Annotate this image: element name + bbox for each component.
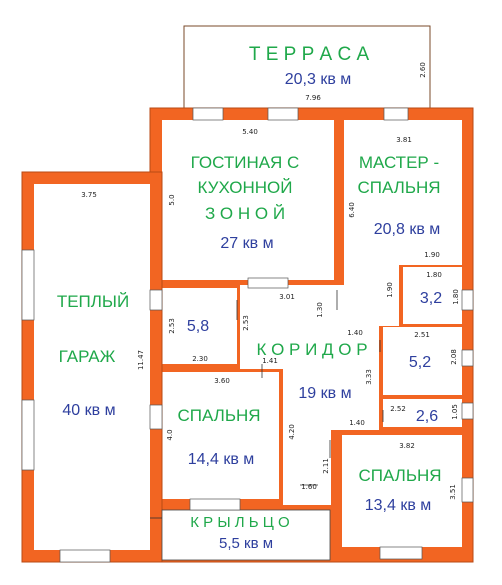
dim-corr-h2: 3.33: [365, 369, 373, 385]
dim-living-h: 5.0: [168, 194, 176, 205]
dim-garage-h: 11.47: [137, 350, 145, 370]
doors: [150, 290, 384, 519]
corridor-name: К О Р И Д О Р: [256, 340, 367, 359]
dimension-labels: 7.96 2.60 5.40 5.0 3.81 6.40 3.75 11.47 …: [81, 62, 460, 500]
dim-bath1-h: 1.80: [452, 289, 460, 305]
dim-corr-w2: 1.40: [347, 329, 363, 337]
terrace-name: Т Е Р Р А С А: [249, 44, 370, 65]
dim-living-w: 5.40: [242, 128, 258, 136]
bath2-area: 5,2: [409, 354, 431, 371]
garage-block: [21, 171, 163, 563]
garage-area: 40 кв м: [62, 402, 115, 419]
dim-bath2-h: 2.08: [450, 349, 458, 365]
dim-porch-w: 1.60: [301, 483, 317, 491]
dim-bath2-w: 2.51: [414, 331, 430, 339]
terrace-area-label: 20,3 кв м: [285, 71, 352, 88]
storage-room: [162, 288, 237, 364]
master-area: 20,8 кв м: [374, 221, 441, 238]
dim-bed1-h: 4.0: [166, 429, 174, 440]
dim-corr-h1: 1.30: [316, 302, 324, 318]
bedroom2-area: 13,4 кв м: [365, 497, 432, 514]
dim-terrace-h: 2.60: [419, 62, 427, 78]
corridor-area: 19 кв м: [298, 385, 351, 402]
dim-bath1-h2: 1.90: [386, 282, 394, 298]
bedroom-1: [162, 372, 279, 499]
dim-garage-w: 3.75: [81, 191, 97, 199]
dim-store-h2: 2.53: [242, 315, 250, 331]
porch-area-label: 5,5 кв м: [219, 535, 273, 552]
dim-store-w2: 1.41: [262, 357, 278, 365]
room-labels: Т Е Р Р А С А 20,3 кв м ГОСТИНАЯ С КУХОН…: [57, 44, 442, 552]
porch-name: К Р Ы Л Ь Ц О: [190, 514, 289, 531]
dim-wc-h: 1.05: [451, 404, 459, 420]
dim-corr-top: 3.01: [279, 293, 295, 301]
windows: [21, 107, 474, 563]
garage-name-1: ТЕПЛЫЙ: [57, 292, 129, 311]
living-area: 27 кв м: [220, 235, 273, 252]
porch-area: [161, 509, 331, 561]
dim-wc-w: 2.52: [390, 405, 406, 413]
dim-master-h: 6.40: [348, 202, 356, 218]
bedroom2-name: СПАЛЬНЯ: [358, 466, 441, 485]
bathroom-2: [383, 327, 462, 395]
main-house: [149, 107, 474, 563]
dim-bed1-w: 3.60: [214, 377, 230, 385]
garage-name-2: ГАРАЖ: [59, 347, 116, 366]
dim-corr-w3: 1.40: [349, 419, 365, 427]
dim-bath1-w1: 1.90: [424, 251, 440, 259]
master-bedroom: [344, 120, 462, 265]
living-name-2: КУХОННОЙ: [198, 178, 293, 197]
corridor-lower: [283, 368, 379, 430]
corridor-upper: [240, 285, 379, 369]
dim-bed2-h: 3.51: [449, 484, 457, 500]
storage-area: 5,8: [187, 318, 209, 335]
dim-bath1-w2: 1.80: [426, 271, 442, 279]
dim-corr-h3: 4.20: [288, 424, 296, 440]
dim-terrace-w: 7.96: [305, 94, 321, 102]
living-name-3: З О Н О Й: [205, 204, 285, 223]
master-name-2: СПАЛЬНЯ: [357, 178, 440, 197]
wc-room: [383, 399, 462, 427]
bedroom-2: [342, 435, 462, 547]
dim-store-h1: 2.53: [168, 318, 176, 334]
bedroom1-area: 14,4 кв м: [188, 451, 255, 468]
dim-corr-h4: 2.11: [322, 458, 330, 474]
bath1-area: 3,2: [420, 290, 442, 307]
dim-bed2-w: 3.82: [399, 442, 415, 450]
terrace-area: [183, 25, 431, 111]
dim-master-w: 3.81: [396, 136, 412, 144]
wc-area: 2,6: [416, 408, 438, 425]
bedroom1-name: СПАЛЬНЯ: [177, 406, 260, 425]
porch-block: [150, 509, 332, 561]
living-name-1: ГОСТИНАЯ С: [191, 153, 300, 172]
dim-store-w: 2.30: [192, 355, 208, 363]
living-room: [162, 120, 334, 280]
garage-room: [34, 184, 150, 550]
corridor-bottom: [283, 430, 331, 505]
bathroom-1: [403, 267, 462, 324]
master-name-1: МАСТЕР -: [359, 153, 439, 172]
